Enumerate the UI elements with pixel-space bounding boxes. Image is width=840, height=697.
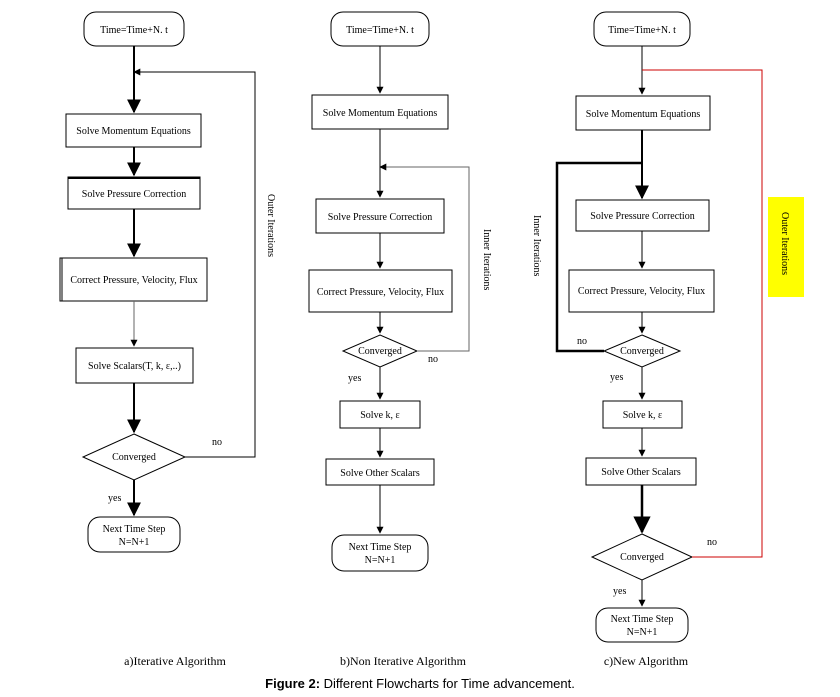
c-outer-loop-label: Outer Iterations <box>779 212 790 275</box>
c-subtitle: c)New Algorithm <box>604 654 689 668</box>
a-end-line1: Next Time Step <box>103 524 166 535</box>
c-solvek-box <box>602 400 683 429</box>
a-yes-label: yes <box>108 493 121 504</box>
b-start-text: Time=Time+N. t <box>346 25 414 36</box>
b-converged-text: Converged <box>358 346 402 357</box>
c-momentum-box <box>575 95 711 131</box>
b-solvek-text: Solve k, ε <box>360 410 399 421</box>
a-start-text: Time=Time+N. t <box>100 25 168 36</box>
c-end-box <box>595 607 689 643</box>
c-end-line2: N=N+1 <box>627 627 658 638</box>
a-end-line2: N=N+1 <box>119 537 150 548</box>
a-outer-loop-line <box>133 68 256 458</box>
c-inner-no-label: no <box>577 336 587 347</box>
c-inner-loop-line <box>555 161 642 353</box>
c-other-text: Solve Other Scalars <box>601 467 681 478</box>
c-inner-loop-label: Inner Iterations <box>531 215 542 276</box>
b-subtitle: b)Non Iterative Algorithm <box>340 654 467 668</box>
b-other-text: Solve Other Scalars <box>340 468 420 479</box>
b-yes-label: yes <box>348 373 361 384</box>
flowchart-c: Time=Time+N. t Solve Momentum Equations … <box>531 11 804 668</box>
flowchart-b: Time=Time+N. t Solve Momentum Equations … <box>308 11 492 668</box>
c-outer-loop-line <box>642 69 763 558</box>
a-correct-box <box>59 257 208 302</box>
c-inner-converged-text: Converged <box>620 346 664 357</box>
figure-caption-label: Figure 2: <box>265 676 321 691</box>
b-momentum-box <box>311 94 449 130</box>
figure-caption-text: Different Flowcharts for Time advancemen… <box>320 676 575 691</box>
c-pressure-text: Solve Pressure Correction <box>590 211 694 222</box>
b-inner-loop-line <box>379 163 470 352</box>
c-outer-label-highlight <box>768 197 804 297</box>
b-solvek-box <box>339 400 421 429</box>
figure-caption: Figure 2: Different Flowcharts for Time … <box>0 676 840 691</box>
c-pressure-box <box>575 199 710 232</box>
c-outer-converged-text: Converged <box>620 552 664 563</box>
flowchart-a: Time=Time+N. t Solve Momentum Equations … <box>59 11 276 668</box>
a-subtitle: a)Iterative Algorithm <box>124 654 226 668</box>
c-momentum-text: Solve Momentum Equations <box>586 109 701 120</box>
c-end-line1: Next Time Step <box>611 614 674 625</box>
b-loop-label: Inner Iterations <box>481 229 492 290</box>
a-pressure-text: Solve Pressure Correction <box>82 189 186 200</box>
a-converged-text: Converged <box>112 452 156 463</box>
b-end-line1: Next Time Step <box>349 542 412 553</box>
a-end-box <box>87 516 181 553</box>
c-other-box <box>585 457 697 486</box>
a-correct-text: Correct Pressure, Velocity, Flux <box>70 275 197 286</box>
a-momentum-box <box>65 113 202 148</box>
c-outer-yes-label: yes <box>613 586 626 597</box>
c-correct-box <box>568 269 715 313</box>
b-pressure-box <box>315 198 445 234</box>
c-solvek-text: Solve k, ε <box>623 410 662 421</box>
a-scalars-text: Solve Scalars(T, k, ε,..) <box>88 361 181 372</box>
c-correct-text: Correct Pressure, Velocity, Flux <box>578 286 705 297</box>
b-pressure-text: Solve Pressure Correction <box>328 212 432 223</box>
b-no-label: no <box>428 354 438 365</box>
a-no-label: no <box>212 437 222 448</box>
b-correct-text: Correct Pressure, Velocity, Flux <box>317 287 444 298</box>
c-inner-yes-label: yes <box>610 372 623 383</box>
a-loop-label: Outer Iterations <box>265 194 276 257</box>
c-outer-no-label: no <box>707 537 717 548</box>
b-end-line2: N=N+1 <box>365 555 396 566</box>
b-momentum-text: Solve Momentum Equations <box>323 108 438 119</box>
b-end-box <box>331 534 429 572</box>
b-correct-box <box>308 269 453 313</box>
c-start-text: Time=Time+N. t <box>608 25 676 36</box>
a-momentum-text: Solve Momentum Equations <box>76 126 191 137</box>
